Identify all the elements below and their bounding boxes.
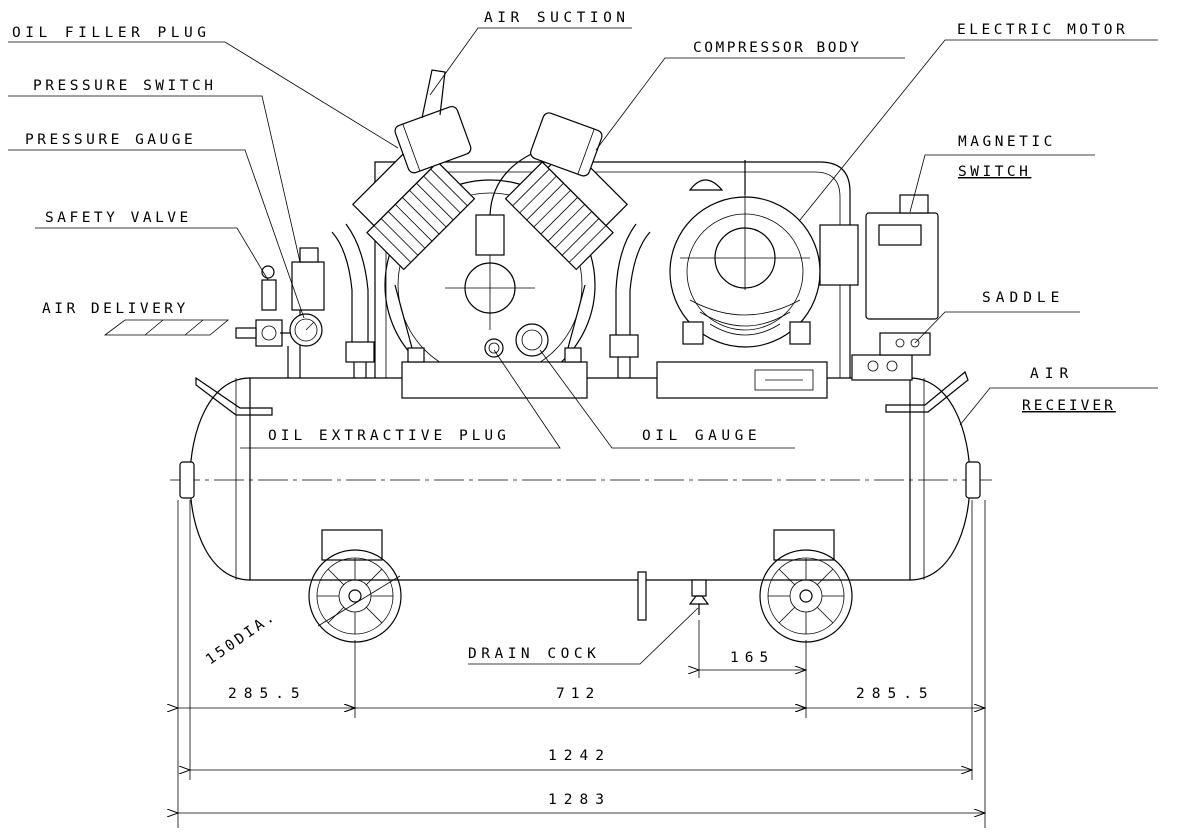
wheel-right [759,529,853,643]
label-air: AIR [1030,366,1074,382]
electric-motor [656,160,859,399]
label-oil-filler-plug: OIL FILLER PLUG [12,25,210,41]
dim-712: 712 [556,686,600,702]
label-pressure-gauge: PRESSURE GAUGE [25,132,196,148]
air-receiver-tank [170,371,995,581]
saddle [851,332,931,381]
dim-left-285: 285.5 [228,686,307,702]
dimension-lines [178,500,985,828]
dim-right-285: 285.5 [856,686,935,702]
label-saddle: SADDLE [982,290,1064,306]
label-receiver: RECEIVER [1022,398,1116,414]
label-oil-extractive-plug: OIL EXTRACTIVE PLUG [268,428,510,444]
dim-1242: 1242 [548,748,611,764]
pressure-gauge-unit [289,313,323,347]
wheel-left [308,529,402,643]
drain-cock [637,571,710,621]
compressor-body [384,149,596,399]
air-filters [394,69,603,177]
safety-valve-unit [235,265,290,378]
label-switch: SWITCH [958,164,1031,180]
label-air-suction: AIR SUCTION [484,10,630,26]
label-drain-cock: DRAIN COCK [468,646,600,662]
label-compressor-body: COMPRESSOR BODY [693,40,861,56]
label-pressure-switch: PRESSURE SWITCH [33,78,216,94]
leader-lines [8,27,1158,665]
label-magnetic: MAGNETIC [958,134,1056,150]
label-wheel-dia: 150DIA. [203,608,279,668]
label-oil-gauge: OIL GAUGE [642,428,761,444]
label-electric-motor: ELECTRIC MOTOR [957,22,1128,38]
label-safety-valve: SAFETY VALVE [45,210,192,226]
belt-guard-frame [374,161,851,378]
label-air-delivery: AIR DELIVERY [42,301,189,317]
pressure-switch-unit [291,247,325,378]
dim-1283: 1283 [548,792,611,808]
delivery-pipes [331,223,651,378]
dim-165: 165 [730,650,774,666]
magnetic-switch [865,194,939,320]
